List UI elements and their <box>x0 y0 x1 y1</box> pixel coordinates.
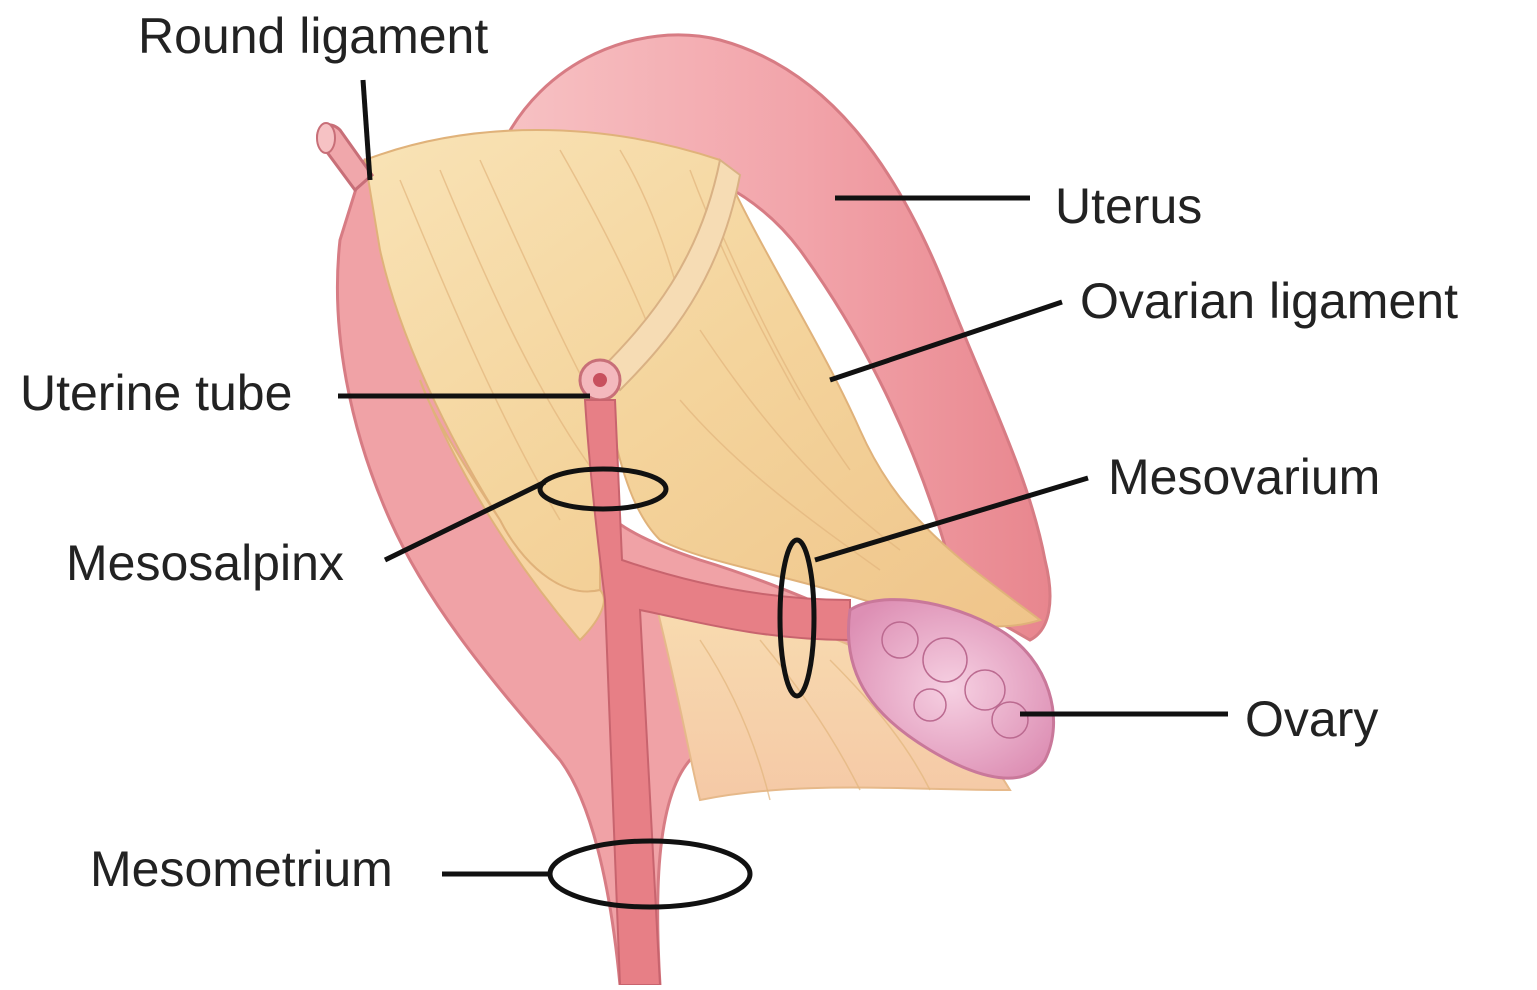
label-mesovarium: Mesovarium <box>1108 449 1380 505</box>
label-mesometrium: Mesometrium <box>90 841 393 897</box>
round-ligament-end <box>317 123 335 153</box>
label-ovarian-ligament: Ovarian ligament <box>1080 273 1458 329</box>
uterine-tube-lumen <box>593 373 607 387</box>
label-round-ligament: Round ligament <box>138 8 488 64</box>
label-mesosalpinx: Mesosalpinx <box>66 535 344 591</box>
label-uterus: Uterus <box>1055 178 1202 234</box>
label-ovary: Ovary <box>1245 691 1378 747</box>
label-uterine-tube: Uterine tube <box>20 365 292 421</box>
